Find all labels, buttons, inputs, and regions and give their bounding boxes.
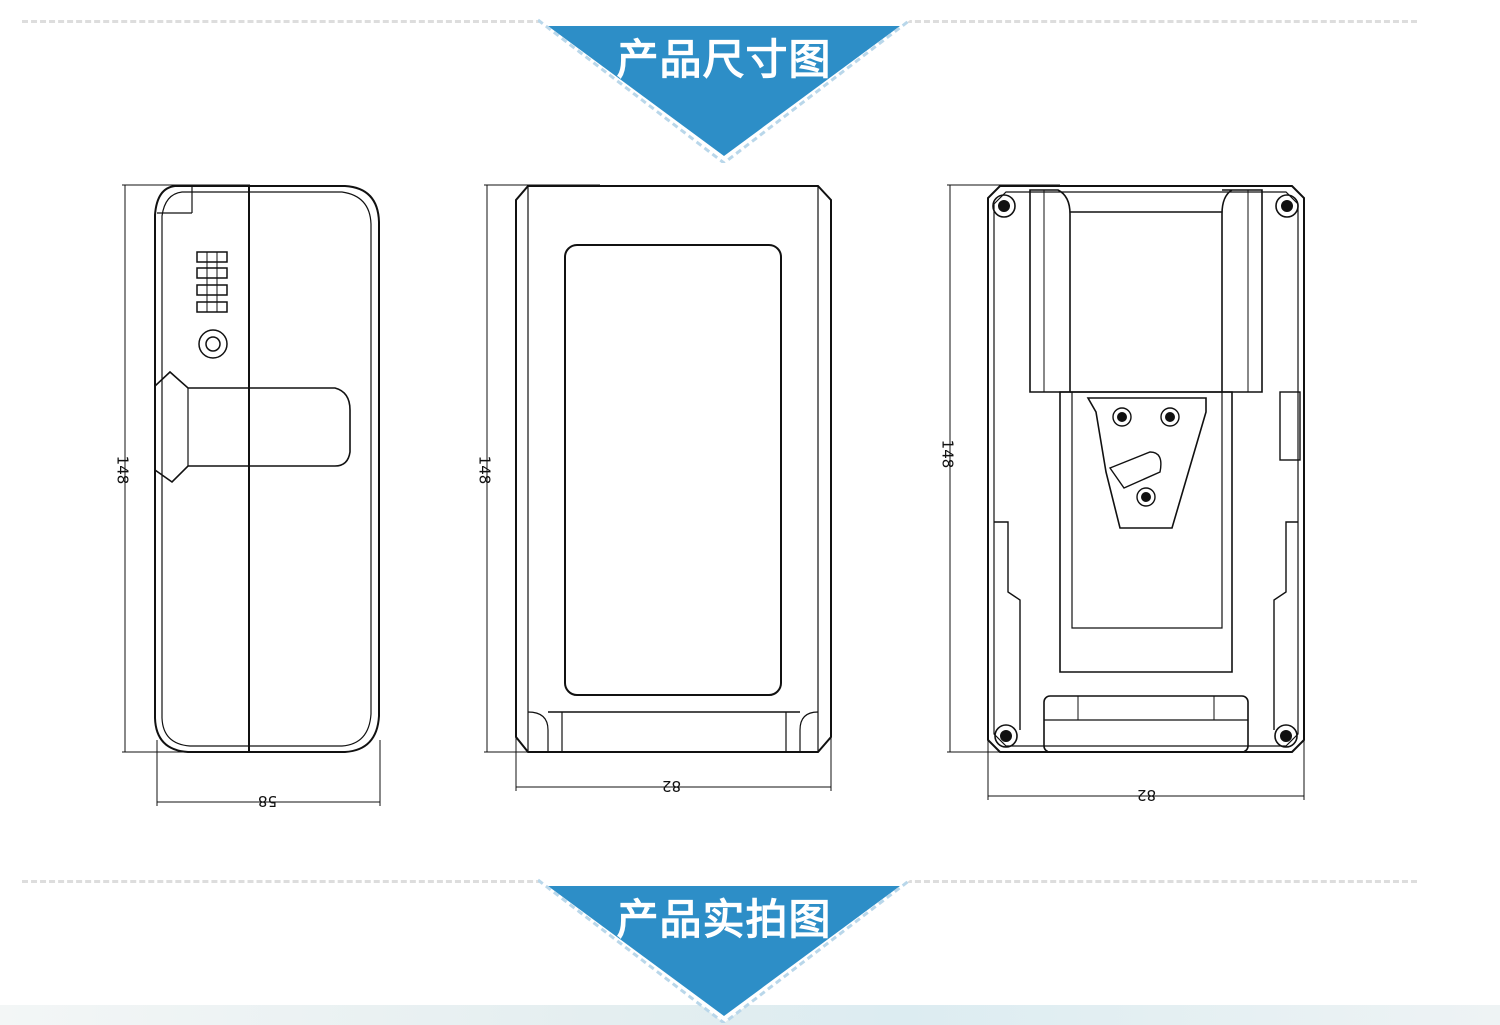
dimensions-banner: 产品尺寸图	[538, 18, 910, 163]
side-height-label: 148	[113, 455, 132, 485]
banner-triangle	[538, 18, 910, 163]
photos-title: 产品实拍图	[616, 895, 832, 944]
side-view	[122, 184, 381, 806]
side-width-label: 58	[258, 792, 278, 810]
photo-preview-strip	[0, 1005, 1500, 1025]
front-width-label: 82	[662, 777, 682, 795]
banner-triangle	[538, 878, 910, 1023]
photos-banner: 产品实拍图	[538, 878, 910, 1023]
back-width-label: 82	[1137, 786, 1157, 804]
front-height-label: 148	[475, 455, 494, 485]
back-height-label: 148	[938, 439, 957, 469]
dimensions-title: 产品尺寸图	[616, 35, 832, 84]
back-view	[947, 184, 1305, 800]
front-view	[484, 184, 832, 791]
